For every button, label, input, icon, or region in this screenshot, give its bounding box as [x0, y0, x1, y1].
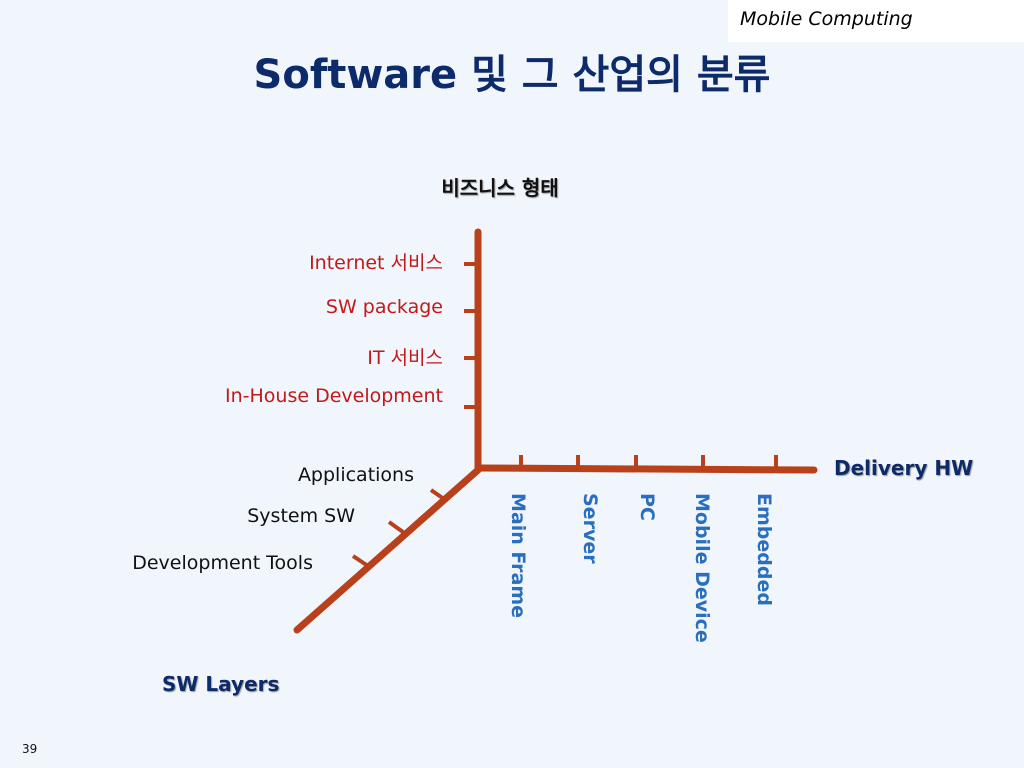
delivery-axis-line	[474, 464, 818, 474]
layers-tick	[351, 554, 370, 568]
hw-item-server: Server	[579, 493, 601, 564]
layers-tick	[429, 488, 446, 501]
business-item-internet: Internet 서비스	[309, 252, 443, 274]
hw-item-pc: PC	[636, 493, 658, 521]
hw-item-mobile-device: Mobile Device	[691, 493, 713, 643]
delivery-axis-label: Delivery HW	[834, 456, 974, 480]
hw-item-main-frame: Main Frame	[507, 493, 529, 619]
course-tag: Mobile Computing	[728, 0, 1024, 42]
layers-tick	[387, 520, 405, 534]
business-item-it-service: IT 서비스	[367, 347, 443, 369]
business-item-sw-package: SW package	[325, 296, 443, 318]
page-number: 39	[22, 742, 38, 756]
business-item-in-house: In-House Development	[225, 385, 443, 407]
hw-item-embedded: Embedded	[753, 493, 775, 606]
layers-axis-line	[293, 466, 482, 634]
slide-title: Software 및 그 산업의 분류	[253, 52, 771, 98]
layer-item-system-sw: System SW	[247, 505, 355, 527]
business-axis-label: 비즈니스 형태	[441, 176, 559, 200]
layer-item-dev-tools: Development Tools	[132, 552, 313, 574]
layers-axis-label: SW Layers	[162, 672, 280, 696]
layer-item-applications: Applications	[297, 464, 414, 486]
